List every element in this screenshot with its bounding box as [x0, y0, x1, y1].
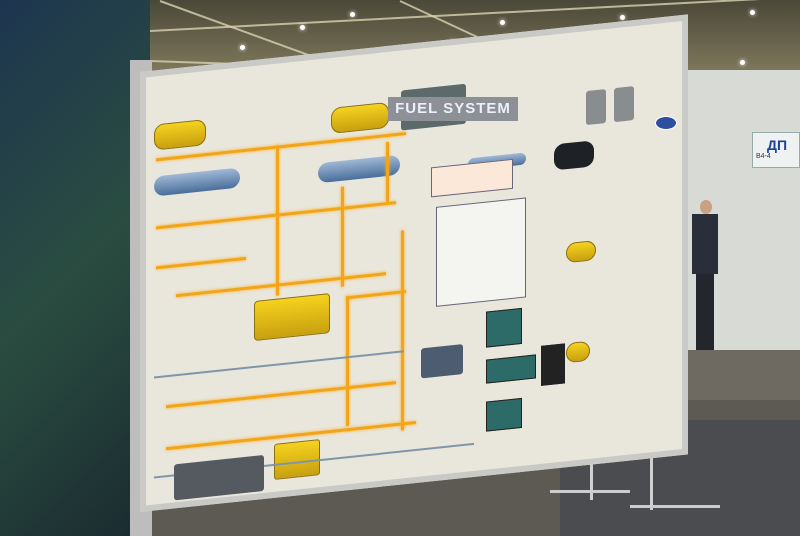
fuel-system-board [140, 14, 688, 512]
aircraft-logo-badge [655, 116, 677, 130]
booth-sign: ДП B4-4 [752, 132, 800, 168]
person [686, 200, 726, 350]
booth-sign-text: ДП [767, 137, 788, 153]
booth-sign-sublabel: B4-4 [756, 153, 771, 160]
left-display-wall [0, 0, 150, 536]
board-title: FUEL SYSTEM [388, 97, 518, 121]
